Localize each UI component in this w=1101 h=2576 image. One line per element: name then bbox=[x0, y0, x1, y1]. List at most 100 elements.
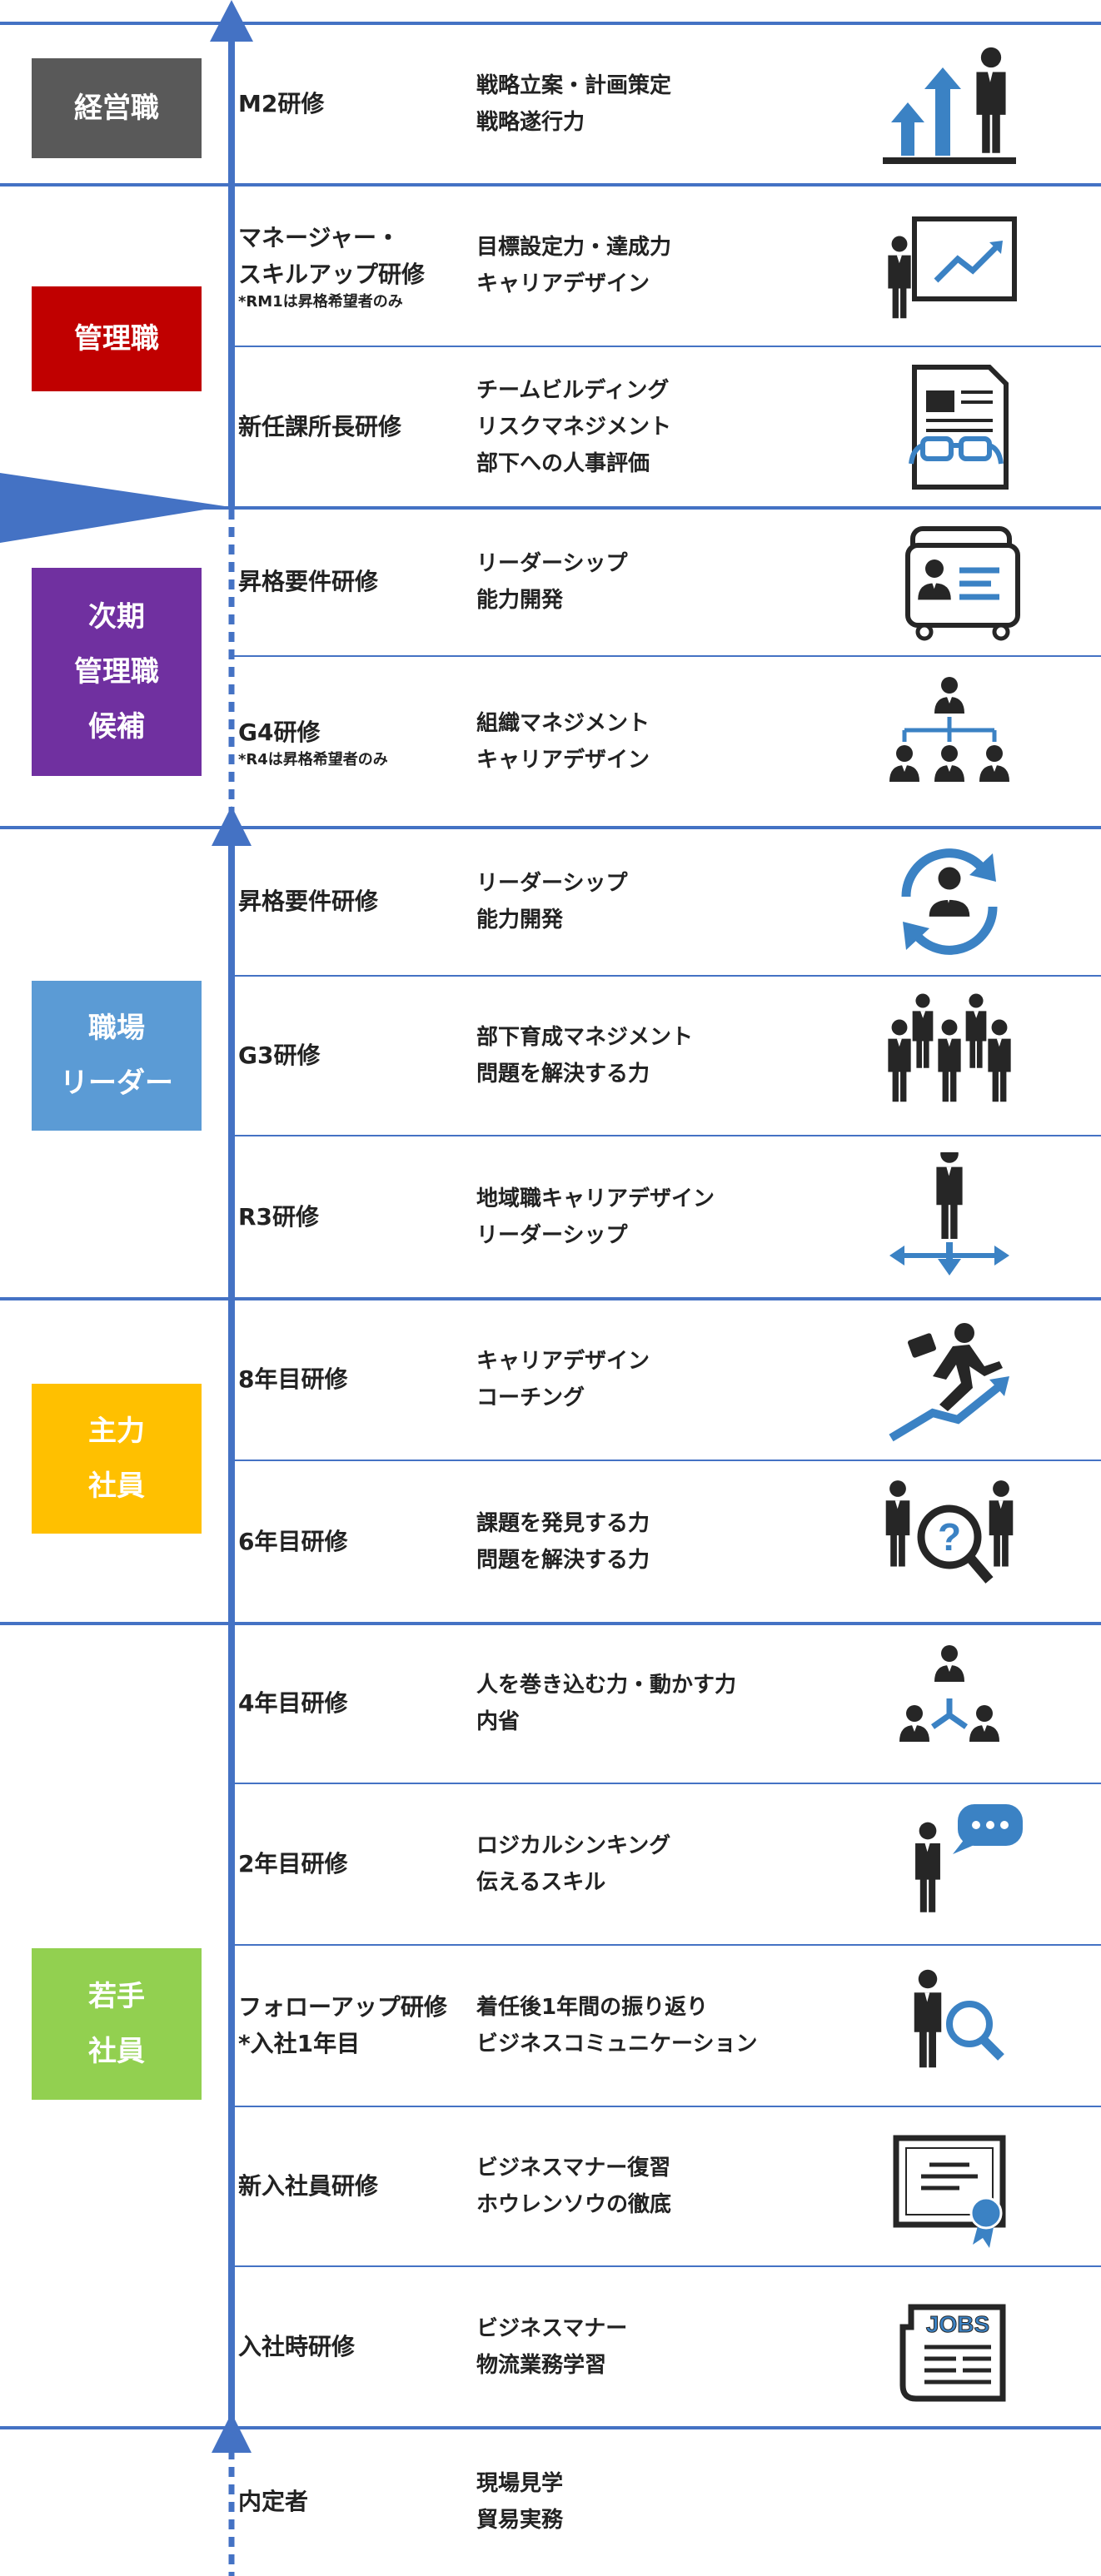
course-name-line: スキルアップ研修 bbox=[238, 261, 426, 288]
course-name: フォローアップ研修*入社1年目 bbox=[238, 1989, 447, 2062]
course-note: *RM1は昇格希望者のみ bbox=[238, 293, 403, 311]
skill-item: 目標設定力・達成力 bbox=[476, 235, 672, 260]
course-name-line: R3研修 bbox=[238, 1203, 320, 1231]
course-name-line: M2研修 bbox=[238, 90, 325, 117]
course-name: 4年目研修 bbox=[238, 1685, 347, 1722]
skill-item: リーダーシップ bbox=[476, 551, 628, 576]
org-chart-icon bbox=[866, 677, 1033, 807]
skill-item: ロジカルシンキング bbox=[476, 1833, 671, 1858]
skill-item: 組織マネジメント bbox=[476, 711, 650, 736]
course-name: 新入社員研修 bbox=[238, 2168, 378, 2205]
skill-item: ビジネスマナー bbox=[476, 2316, 628, 2341]
level-label-manager: 管理職 bbox=[32, 286, 202, 391]
course-skills: チームビルディングリスクマネジメント部下への人事評価 bbox=[476, 372, 671, 482]
skill-item: 部下育成マネジメント bbox=[476, 1025, 694, 1050]
course-name-line: 8年目研修 bbox=[238, 1365, 348, 1393]
row-divider bbox=[233, 655, 1101, 657]
skill-item: 能力開発 bbox=[476, 588, 564, 613]
skill-item: 着任後1年間の振り返り bbox=[476, 1995, 709, 2020]
level-label-line: 管理職 bbox=[74, 655, 159, 689]
course-skills: 組織マネジメントキャリアデザイン bbox=[476, 705, 650, 778]
jobs-text: JOBS bbox=[926, 2311, 989, 2337]
skill-item: 問題を解決する力 bbox=[476, 1548, 650, 1573]
course-skills: 課題を発見する力問題を解決する力 bbox=[476, 1505, 650, 1579]
row-divider bbox=[233, 346, 1101, 347]
course-name: 2年目研修 bbox=[238, 1846, 347, 1882]
course-name-line: 6年目研修 bbox=[238, 1528, 348, 1555]
person-cycle-icon bbox=[866, 837, 1033, 967]
level-label-line: 管理職 bbox=[74, 322, 159, 356]
course-name-line: 昇格要件研修 bbox=[238, 568, 379, 595]
jobs-newspaper-icon: JOBS bbox=[866, 2282, 1033, 2412]
skill-item: リスクマネジメント bbox=[476, 415, 672, 440]
presentation-board-icon bbox=[866, 201, 1033, 331]
course-name: 6年目研修 bbox=[238, 1524, 347, 1560]
skill-item: キャリアデザイン bbox=[476, 271, 650, 296]
level-label-line: 次期 bbox=[88, 600, 145, 634]
skill-item: ビジネスコミュニケーション bbox=[476, 2031, 758, 2056]
level-label-line: 主力 bbox=[88, 1415, 145, 1448]
course-name: 昇格要件研修 bbox=[238, 883, 378, 920]
course-name: 入社時研修 bbox=[238, 2329, 355, 2365]
skill-item: キャリアデザイン bbox=[476, 748, 650, 773]
course-skills: ビジネスマナー物流業務学習 bbox=[476, 2310, 627, 2384]
course-name-line: 昇格要件研修 bbox=[238, 888, 379, 915]
axis-segment-top bbox=[228, 25, 235, 508]
course-skills: 目標設定力・達成力キャリアデザイン bbox=[476, 229, 671, 302]
level-label-workplace-leader: 職場リーダー bbox=[32, 981, 202, 1131]
level-label-line: 職場 bbox=[88, 1012, 145, 1045]
section-divider bbox=[0, 2426, 1101, 2429]
section-divider bbox=[0, 1297, 1101, 1300]
course-name: M2研修 bbox=[238, 86, 324, 122]
skill-item: 内省 bbox=[476, 1709, 521, 1734]
course-name: 内定者 bbox=[238, 2484, 308, 2520]
course-note: *R4は昇格希望者のみ bbox=[238, 751, 388, 768]
skill-item: 課題を発見する力 bbox=[476, 1511, 650, 1536]
level-label-line: 候補 bbox=[88, 710, 145, 743]
course-skills: 地域職キャリアデザインリーダーシップ bbox=[476, 1181, 715, 1254]
skill-item: 人を巻き込む力・動かす力 bbox=[476, 1673, 737, 1698]
speech-bubble-person-icon bbox=[866, 1799, 1033, 1929]
document-glasses-icon bbox=[866, 362, 1033, 492]
skill-item: 地域職キャリアデザイン bbox=[476, 1186, 715, 1211]
level-label-executive: 経営職 bbox=[32, 58, 202, 158]
course-name-line: 入社時研修 bbox=[238, 2333, 356, 2360]
level-label-line: 若手 bbox=[88, 1980, 145, 2013]
team-group-icon bbox=[866, 991, 1033, 1121]
section-divider bbox=[0, 22, 1101, 25]
row-divider bbox=[233, 975, 1101, 977]
row-divider bbox=[233, 1783, 1101, 1784]
level-label-line: リーダー bbox=[60, 1067, 173, 1100]
course-name: 新任課所長研修 bbox=[238, 409, 401, 445]
level-label-core-staff: 主力社員 bbox=[32, 1384, 202, 1534]
course-name-line: 2年目研修 bbox=[238, 1850, 348, 1877]
question-glyph: ? bbox=[938, 1515, 961, 1559]
skill-item: 現場見学 bbox=[476, 2471, 564, 2496]
level-label-young-staff: 若手社員 bbox=[32, 1948, 202, 2100]
level-label-line: 社員 bbox=[88, 2035, 145, 2068]
course-name: R3研修 bbox=[238, 1199, 319, 1236]
row-divider bbox=[233, 1135, 1101, 1136]
course-skills: 人を巻き込む力・動かす力内省 bbox=[476, 1667, 736, 1740]
skill-item: リーダーシップ bbox=[476, 1223, 628, 1248]
section-divider bbox=[0, 506, 1101, 510]
running-businessman-icon bbox=[866, 1315, 1033, 1445]
course-name-line: 新入社員研修 bbox=[238, 2172, 379, 2200]
course-skills: 戦略立案・計画策定戦略遂行力 bbox=[476, 67, 671, 141]
section-divider bbox=[0, 183, 1101, 186]
arrow-head-top bbox=[210, 0, 253, 42]
course-name: 8年目研修 bbox=[238, 1361, 347, 1398]
certificate-icon bbox=[866, 2121, 1033, 2251]
skill-item: ホウレンソウの徹底 bbox=[476, 2192, 672, 2217]
skill-item: コーチング bbox=[476, 1385, 585, 1410]
skill-item: リーダーシップ bbox=[476, 871, 628, 896]
network-people-icon bbox=[866, 1639, 1033, 1768]
arrow-head-bottom bbox=[212, 2413, 252, 2453]
question-magnifier-icon: ? bbox=[866, 1477, 1033, 1607]
course-name: 昇格要件研修 bbox=[238, 564, 378, 600]
course-skills: ビジネスマナー復習ホウレンソウの徹底 bbox=[476, 2150, 671, 2223]
skill-item: 伝えるスキル bbox=[476, 1870, 606, 1895]
course-skills: リーダーシップ能力開発 bbox=[476, 865, 627, 938]
course-name-line: 新任課所長研修 bbox=[238, 413, 402, 440]
course-skills: 着任後1年間の振り返りビジネスコミュニケーション bbox=[476, 1989, 757, 2062]
